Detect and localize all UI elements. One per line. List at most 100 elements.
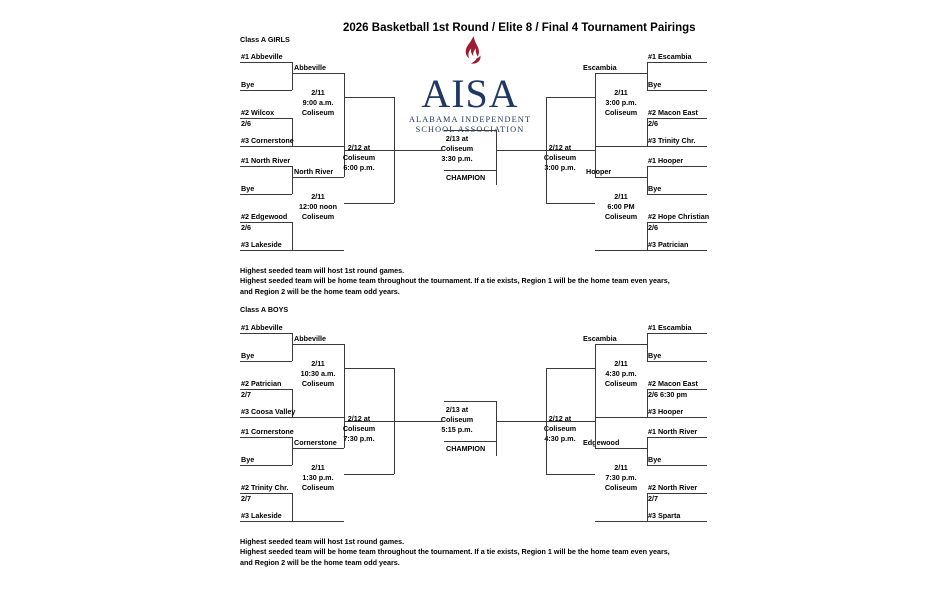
bracket-line (496, 421, 546, 422)
bracket-line (546, 421, 595, 422)
boys-l-q2-game: 2/11 1:30 p.m. Coliseum (292, 463, 344, 493)
boys-left-semifinal: 2/12 at Coliseum 7:30 p.m. (330, 414, 388, 444)
game-venue: Coliseum (604, 211, 638, 221)
girls-champion-label: CHAMPION (446, 173, 486, 182)
game-time: 1:30 p.m. (302, 472, 334, 482)
game-venue: Coliseum (301, 378, 335, 388)
bracket-line (240, 493, 292, 494)
boys-l-q2-bottom-seed: #3 Lakeside (241, 511, 282, 520)
bracket-line (546, 474, 595, 475)
boys-l-q1-bye: Bye (241, 351, 255, 360)
game-venue: Coliseum (440, 143, 474, 153)
bracket-line (344, 203, 394, 204)
game-time: 4:30 p.m. (605, 368, 637, 378)
notes-line-2: Highest seeded team will be home team th… (240, 547, 670, 557)
bracket-line (647, 521, 707, 522)
bracket-line (292, 166, 293, 194)
boys-l-q2-lower-seed: #2 Trinity Chr. (241, 483, 289, 492)
notes-line-2: Highest seeded team will be home team th… (240, 276, 670, 286)
game-date: 2/12 at (548, 143, 572, 152)
boys-notes: Highest seeded team will host 1st round … (240, 537, 670, 568)
bracket-line (240, 437, 292, 438)
bracket-line (647, 493, 648, 521)
bracket-line (240, 361, 292, 362)
bracket-line (647, 493, 707, 494)
page-title: 2026 Basketball 1st Round / Elite 8 / Fi… (343, 22, 696, 34)
game-time: 4:30 p.m. (544, 433, 576, 443)
girls-r-q2-lower-date: 2/6 (648, 223, 658, 232)
notes-line-1: Highest seeded team will host 1st round … (240, 537, 405, 546)
girls-l-q2-winner: North River (294, 167, 334, 176)
girls-r-q1-lower-seed: #2 Macon East (648, 108, 698, 117)
bracket-line (240, 62, 292, 63)
bracket-line (292, 389, 293, 417)
bracket-line (647, 62, 707, 63)
bracket-line (546, 150, 595, 151)
boys-l-q1-top-seed: #1 Abbeville (241, 323, 283, 332)
girls-r-q1-lower-date: 2/6 (648, 119, 658, 128)
girls-r-q2-winner: Hooper (586, 167, 612, 176)
notes-line-3: and Region 2 will be the home team odd y… (240, 286, 400, 296)
game-time: 9:00 a.m. (302, 97, 334, 107)
bracket-line (647, 465, 707, 466)
bracket-line (240, 194, 292, 195)
bracket-line (344, 97, 394, 98)
game-venue: Coliseum (301, 107, 335, 117)
girls-r-q1-bottom-seed: #3 Trinity Chr. (648, 136, 696, 145)
bracket-line (240, 333, 292, 334)
bracket-line (292, 73, 344, 74)
girls-r-q1-top-seed: #1 Escambia (648, 52, 692, 61)
logo-wordmark: AISA (421, 71, 519, 116)
bracket-line (292, 250, 344, 251)
boys-r-q2-lower-seed: #2 North River (648, 483, 698, 492)
bracket-line (240, 417, 292, 418)
flame-icon (465, 36, 481, 64)
bracket-line (647, 194, 707, 195)
bracket-line (496, 130, 497, 185)
bracket-line (344, 474, 394, 475)
bracket-line (595, 344, 596, 417)
game-time: 7:30 p.m. (605, 472, 637, 482)
girls-r-q2-top-seed: #1 Hooper (648, 156, 684, 165)
game-date: 2/12 at (347, 414, 371, 423)
girls-l-q1-lower-date: 2/6 (241, 119, 251, 128)
girls-r-q1-bye: Bye (648, 80, 662, 89)
girls-l-q2-lower-seed: #2 Edgewood (241, 212, 288, 221)
bracket-line (496, 150, 546, 151)
bracket-line (292, 344, 344, 345)
game-date: 2/13 at (445, 134, 469, 143)
boys-l-q2-bye: Bye (241, 455, 255, 464)
bracket-line (292, 118, 293, 146)
boys-r-q1-lower-date: 2/6 6:30 pm (648, 390, 688, 399)
game-date: 2/11 (614, 192, 628, 201)
bracket-line (344, 146, 345, 177)
bracket-line (647, 333, 648, 361)
bracket-line (292, 521, 344, 522)
game-venue: Coliseum (543, 423, 577, 433)
aisa-logo: AISA ALABAMA INDEPENDENT SCHOOL ASSOCIAT… (404, 36, 536, 134)
boys-champion-label: CHAMPION (446, 444, 486, 453)
girls-l-q2-lower-date: 2/6 (241, 223, 251, 232)
boys-r-q2-lower-date: 2/7 (648, 494, 658, 503)
logo-subtitle-line2: SCHOOL ASSOCIATION (415, 125, 525, 134)
bracket-line (292, 146, 344, 147)
bracket-line (292, 437, 293, 465)
girls-l-q1-lower-seed: #2 Wilcox (241, 108, 275, 117)
girls-r-q1-winner: Escambia (583, 63, 617, 72)
bracket-line (595, 344, 647, 345)
girls-r-q2-game: 2/11 6:00 PM Coliseum (595, 192, 647, 222)
bracket-line (595, 73, 596, 146)
game-date: 2/11 (311, 359, 325, 368)
bracket-line (344, 421, 394, 422)
game-venue: Coliseum (342, 152, 376, 162)
boys-r-q1-bye: Bye (648, 351, 662, 360)
bracket-line (647, 118, 707, 119)
bracket-line (647, 90, 707, 91)
game-time: 3:00 p.m. (605, 97, 637, 107)
girls-r-q2-bye: Bye (648, 184, 662, 193)
boys-l-q1-winner: Abbeville (294, 334, 326, 343)
bracket-line (595, 146, 647, 147)
boys-r-q2-bottom-seed: #3 Sparta (648, 511, 681, 520)
bracket-line (595, 521, 647, 522)
